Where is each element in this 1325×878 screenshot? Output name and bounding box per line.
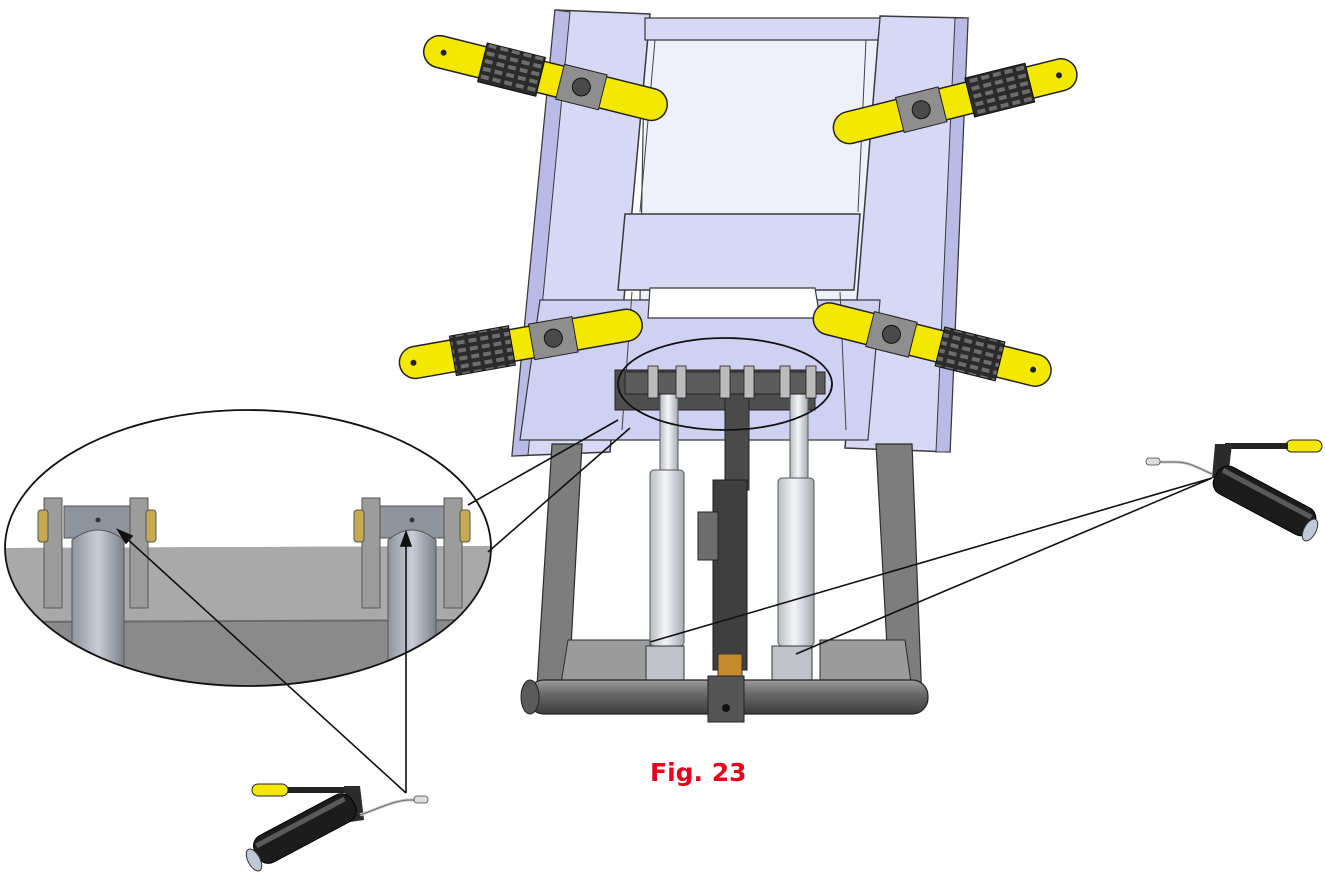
lift-arm-bottom-right (812, 302, 1052, 387)
figure-caption: Fig. 23 (650, 758, 747, 787)
pointer-arrows-left (115, 528, 413, 794)
lift-arm-bottom-left (398, 308, 643, 380)
zoom-detail-callout (4, 409, 492, 687)
lift-arm-top-left (422, 34, 668, 122)
base-frame (535, 369, 923, 703)
pivot-brackets (624, 365, 826, 399)
pointer-arrows-right (649, 477, 1213, 655)
zoom-connector-line (467, 419, 619, 506)
base-crossbar (520, 675, 929, 723)
detail-marker-ellipse (617, 337, 833, 431)
hydraulic-cylinder-left (645, 391, 685, 683)
grease-gun-left (245, 783, 429, 872)
zoom-connector-line (487, 427, 631, 553)
hydraulic-cylinder-right (771, 391, 815, 683)
grease-gun-right (1145, 439, 1323, 542)
lift-arm-top-right (832, 58, 1078, 145)
